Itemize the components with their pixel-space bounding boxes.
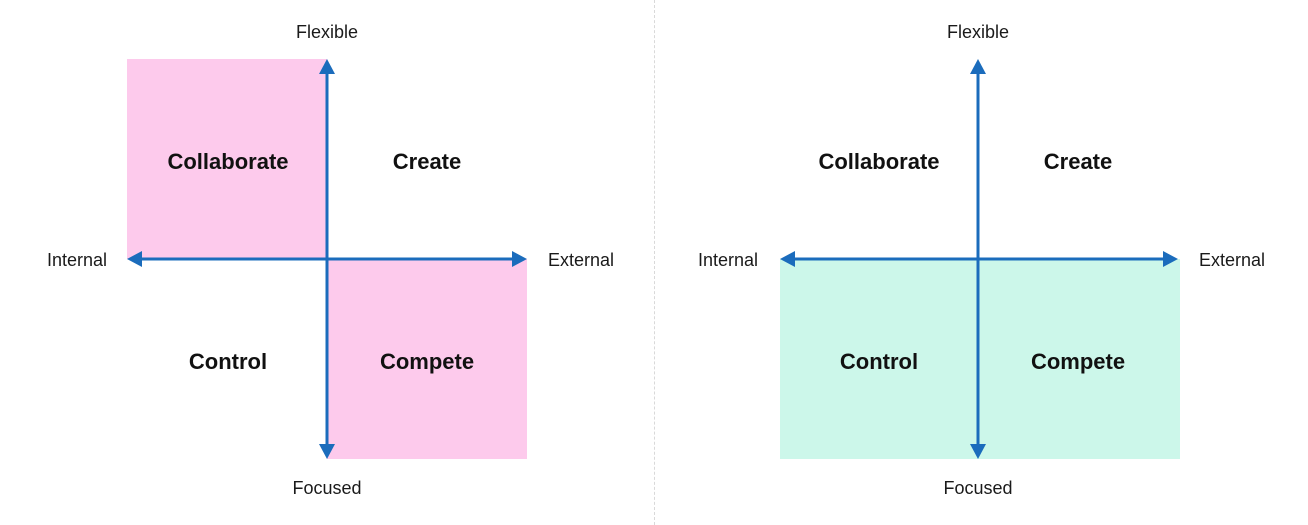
axes xyxy=(780,59,1178,459)
arrow-left-icon xyxy=(127,251,142,267)
arrow-up-icon xyxy=(319,59,335,74)
axis-label-flexible: Flexible xyxy=(295,22,359,42)
quadrant-label-compete: Compete xyxy=(1030,349,1126,374)
arrow-left-icon xyxy=(780,251,795,267)
arrow-right-icon xyxy=(1163,251,1178,267)
quadrant-label-collaborate: Collaborate xyxy=(167,149,289,174)
arrow-up-icon xyxy=(970,59,986,74)
quadrant-label-create: Create xyxy=(392,149,462,174)
quadrant-label-control: Control xyxy=(188,349,268,374)
quadrant-label-collaborate: Collaborate xyxy=(818,149,940,174)
arrow-down-icon xyxy=(970,444,986,459)
axis-label-internal: Internal xyxy=(697,250,758,270)
quadrant-bottom-left-bg xyxy=(780,259,980,459)
arrow-down-icon xyxy=(319,444,335,459)
axis-label-external: External xyxy=(548,250,615,270)
quadrant-label-control: Control xyxy=(839,349,919,374)
axis-label-focused: Focused xyxy=(292,478,362,498)
quadrant-label-create: Create xyxy=(1043,149,1113,174)
axes xyxy=(127,59,527,459)
arrow-right-icon xyxy=(512,251,527,267)
axis-label-external: External xyxy=(1199,250,1266,270)
quadrant-bottom-right-bg xyxy=(327,259,527,459)
panel-divider xyxy=(654,0,655,525)
axis-label-flexible: Flexible xyxy=(946,22,1010,42)
quadrant-bottom-right-bg xyxy=(980,259,1180,459)
quadrant-diagram-right: Flexible Focused Internal External Colla… xyxy=(654,0,1308,525)
quadrant-diagram-left: Flexible Focused Internal External Colla… xyxy=(46,22,615,498)
axis-label-internal: Internal xyxy=(46,250,107,270)
axis-label-focused: Focused xyxy=(943,478,1013,498)
quadrant-label-compete: Compete xyxy=(379,349,475,374)
quadrant-top-left-bg xyxy=(127,59,327,259)
